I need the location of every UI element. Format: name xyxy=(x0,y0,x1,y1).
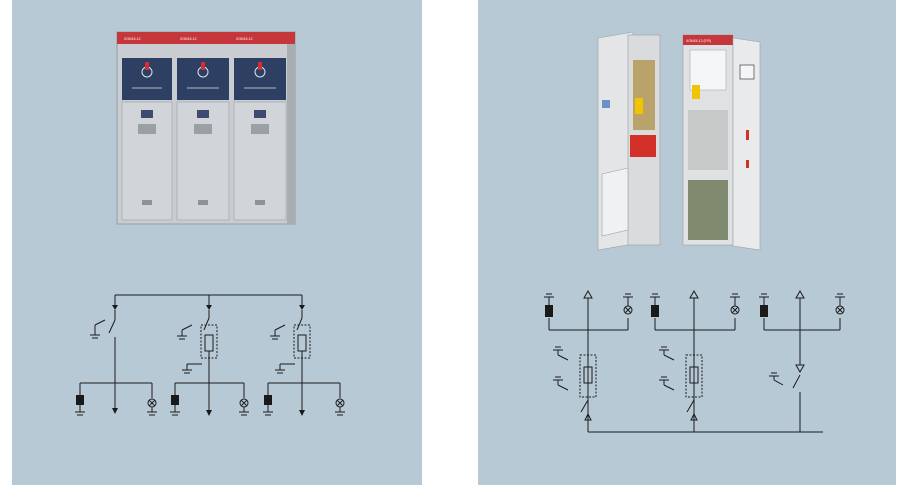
cabinet-label-2: XGN15-12 xyxy=(180,37,197,41)
cabinet-bay-2 xyxy=(176,58,230,221)
right-cabinet-label: XGN15-12 (F.R) xyxy=(686,39,711,43)
cabinet-bay-3 xyxy=(233,58,287,221)
left-illustration: XGN15-12 XGN15-12 XGN15-12 xyxy=(75,31,345,416)
cabinet-label-1: XGN15-12 xyxy=(124,37,141,41)
cabinet-bay-1 xyxy=(121,58,173,221)
open-door-cabinets: XGN15-12 (F.R) xyxy=(597,31,761,251)
right-single-line-diagram xyxy=(544,289,845,433)
cabinet-label-3: XGN15-12 xyxy=(236,37,253,41)
right-illustration: XGN15-12 (F.R) xyxy=(544,31,845,433)
right-panel: XGN15-12 (F.R) xyxy=(478,0,896,485)
switchgear-cabinet-row: XGN15-12 XGN15-12 XGN15-12 xyxy=(116,31,296,225)
left-single-line-diagram xyxy=(75,294,345,416)
left-panel: XGN15-12 XGN15-12 XGN15-12 xyxy=(12,0,422,485)
